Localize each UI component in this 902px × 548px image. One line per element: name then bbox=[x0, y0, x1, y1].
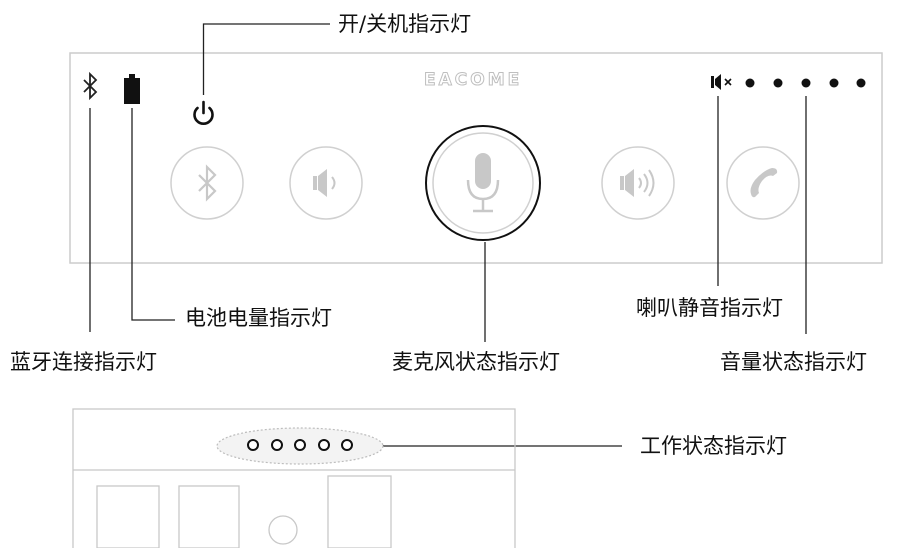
volume-down-icon bbox=[313, 169, 336, 197]
port-slot bbox=[96, 485, 160, 548]
work-status-indicator-label: 工作状态指示灯 bbox=[640, 434, 787, 458]
volume-indicator-label: 音量状态指示灯 bbox=[720, 350, 867, 374]
bottom-device-view bbox=[72, 408, 516, 548]
power-icon bbox=[193, 100, 214, 125]
mic-button[interactable] bbox=[425, 125, 541, 241]
leader-lines bbox=[89, 23, 807, 447]
power-leader-line bbox=[202, 23, 330, 95]
work-status-dot bbox=[271, 439, 283, 451]
bluetooth-indicator-label: 蓝牙连接指示灯 bbox=[10, 350, 157, 374]
volume-dot bbox=[856, 78, 866, 88]
port-slot bbox=[327, 475, 392, 548]
power-indicator-label: 开/关机指示灯 bbox=[338, 12, 472, 36]
work-status-dot bbox=[294, 439, 306, 451]
microphone-icon bbox=[466, 153, 500, 213]
volume-level-dots bbox=[745, 78, 866, 88]
port-slot bbox=[178, 485, 240, 548]
work-status-dot bbox=[341, 439, 353, 451]
bluetooth-button[interactable] bbox=[170, 146, 244, 220]
mic-indicator-label: 麦克风状态指示灯 bbox=[392, 350, 560, 374]
battery-icon bbox=[124, 74, 140, 104]
bluetooth-icon bbox=[198, 164, 217, 202]
work-status-dots bbox=[247, 439, 353, 451]
volume-up-icon bbox=[620, 169, 655, 197]
phone-icon bbox=[750, 168, 778, 198]
volume-dot bbox=[829, 78, 839, 88]
work-status-dot bbox=[318, 439, 330, 451]
call-button[interactable] bbox=[726, 146, 800, 220]
round-port bbox=[268, 515, 298, 545]
volume-dot bbox=[745, 78, 755, 88]
volume-dot bbox=[801, 78, 811, 88]
bluetooth-status-icon bbox=[83, 71, 98, 101]
volume-up-button[interactable] bbox=[601, 146, 675, 220]
volume-down-button[interactable] bbox=[289, 146, 363, 220]
battery-leader-line bbox=[131, 108, 175, 321]
speaker-mute-icon bbox=[711, 74, 732, 90]
speaker-mute-indicator-label: 喇叭静音指示灯 bbox=[636, 296, 783, 320]
battery-indicator-label: 电池电量指示灯 bbox=[185, 306, 332, 330]
volume-dot bbox=[773, 78, 783, 88]
work-status-dot bbox=[247, 439, 259, 451]
brand-logo: EACOME bbox=[423, 70, 523, 91]
